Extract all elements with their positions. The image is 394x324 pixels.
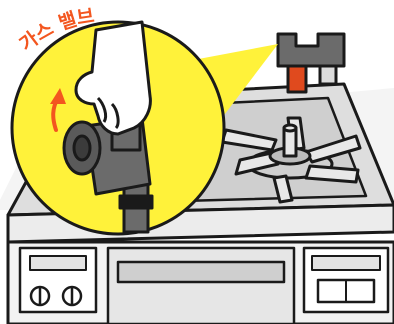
wall-valve-icon — [278, 34, 344, 92]
